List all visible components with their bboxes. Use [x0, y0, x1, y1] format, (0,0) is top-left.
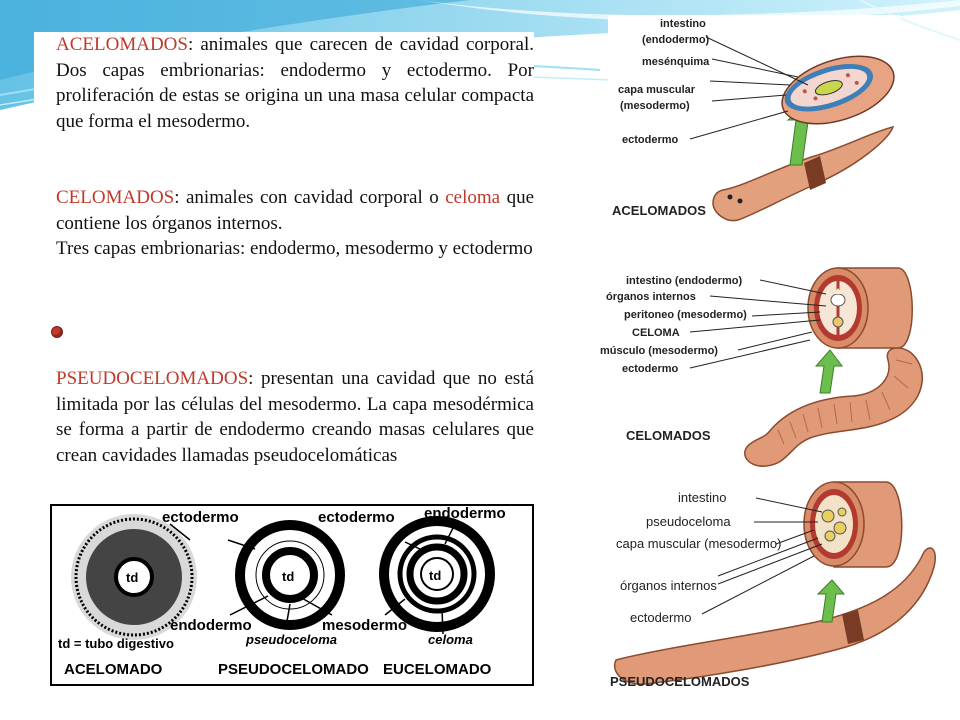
label-endodermo-bottom: endodermo: [170, 617, 252, 634]
acelomado-cross-section: [71, 514, 197, 640]
label-organos-internos: órganos internos: [606, 291, 696, 303]
title-pseudocelomados: PSEUDOCELOMADOS: [610, 674, 750, 689]
label-ectodermo-1: ectodermo: [162, 509, 239, 526]
arrow-up-icon-2: [814, 349, 843, 394]
roundworm-icon: [613, 547, 936, 685]
label-endodermo: (endodermo): [642, 34, 710, 46]
bullet-icon: [51, 326, 63, 338]
title-acelomados: ACELOMADOS: [612, 203, 706, 218]
label-intestino-endodermo: intestino (endodermo): [626, 275, 742, 287]
label-mesodermo: (mesodermo): [620, 100, 690, 112]
acelomados-description: : animales que carecen de cavidad corpor…: [56, 34, 534, 132]
label-pseudoceloma: pseudoceloma: [245, 632, 337, 647]
title-celomados: CELOMADOS: [626, 428, 711, 443]
celomados-line2: Tres capas embrionarias: endodermo, meso…: [56, 238, 533, 259]
text-panel: ACELOMADOS: animales que carecen de cavi…: [34, 32, 534, 492]
label-musculo: músculo (mesodermo): [600, 345, 718, 357]
celomados-paragraph: CELOMADOS: animales con cavidad corporal…: [56, 185, 534, 236]
figure-pseudocelomados: intestino pseudoceloma capa muscular (me…: [606, 472, 940, 696]
label-capa-muscular: capa muscular: [618, 84, 696, 96]
caption-pseudocelomado: PSEUDOCELOMADO: [218, 661, 369, 678]
label-endodermo-top: endodermo: [424, 505, 506, 522]
celomados-description-b: que contiene los órganos internos.: [56, 187, 535, 234]
pseudocelomados-description: : presentan una cavidad que no está limi…: [56, 368, 534, 466]
figure-acelomados: intestino (endodermo) mesénquima capa mu…: [608, 15, 900, 233]
caption-eucelomado: EUCELOMADO: [383, 661, 492, 678]
label-celoma-caps: CELOMA: [632, 327, 680, 339]
celomado-section: [807, 267, 913, 349]
arrow-up-icon-3: [816, 579, 846, 623]
label-celoma: celoma: [428, 632, 473, 647]
acelomados-term: ACELOMADOS: [56, 34, 188, 55]
label-ectodermo: ectodermo: [622, 134, 679, 146]
figure-celomados: intestino (endodermo) órganos internos p…: [598, 248, 938, 473]
label-td-2: td: [282, 569, 294, 584]
celoma-term: celoma: [445, 187, 501, 208]
acelomado-section: [781, 55, 895, 125]
pseudocelomado-section: [803, 481, 903, 568]
flatworm-band: [804, 156, 826, 190]
pseudocelomados-paragraph: PSEUDOCELOMADOS: presentan una cavidad q…: [56, 366, 534, 468]
acelomados-paragraph: ACELOMADOS: animales que carecen de cavi…: [56, 32, 534, 134]
flatworm-icon: [712, 125, 895, 222]
label-capa-muscular-3: capa muscular (mesodermo): [616, 536, 781, 551]
celomados-description-a: : animales con cavidad corporal o: [174, 187, 446, 208]
label-mesenquima: mesénquima: [642, 56, 710, 68]
label-organos-internos-3: órganos internos: [620, 578, 717, 593]
label-intestino: intestino: [660, 18, 706, 30]
pseudocelomados-term: PSEUDOCELOMADOS: [56, 368, 249, 389]
roundworm-band: [842, 610, 864, 644]
label-ectodermo-2: ectodermo: [622, 363, 679, 375]
label-mesodermo: mesodermo: [322, 617, 407, 634]
label-td-3: td: [429, 568, 441, 583]
celomados-term: CELOMADOS: [56, 187, 175, 208]
body-plan-diagram: ectodermo ectodermo endodermo td td td e…: [50, 504, 534, 686]
earthworm-icon: [744, 347, 923, 467]
label-td-1: td: [126, 570, 138, 585]
caption-acelomado: ACELOMADO: [64, 661, 163, 678]
label-intestino-3: intestino: [678, 490, 726, 505]
label-pseudoceloma-3: pseudoceloma: [646, 514, 731, 529]
pseudocelomado-cross-section: [235, 520, 345, 630]
label-legend: td = tubo digestivo: [58, 636, 174, 651]
label-ectodermo-3: ectodermo: [630, 610, 691, 625]
label-ectodermo-2: ectodermo: [318, 509, 395, 526]
label-peritoneo: peritoneo (mesodermo): [624, 309, 747, 321]
eucelomado-cross-section: [379, 516, 495, 632]
